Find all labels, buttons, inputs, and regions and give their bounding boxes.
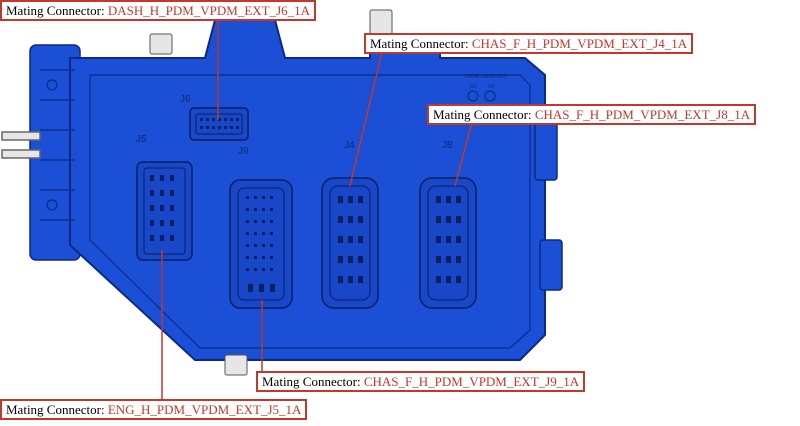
label-j4: J4 xyxy=(344,140,355,151)
callout-code: CHAS_F_H_PDM_VPDM_EXT_J9_1A xyxy=(363,374,580,389)
connector-j8 xyxy=(419,177,477,309)
top-clips xyxy=(149,9,393,376)
leader-j4 xyxy=(349,51,383,187)
callout-code: ENG_H_PDM_VPDM_EXT_J5_1A xyxy=(107,402,302,417)
label-j5: J5 xyxy=(136,134,147,145)
connector-j6 xyxy=(189,107,249,141)
module-mark-right: XX xyxy=(488,84,495,90)
right-mounting-tabs xyxy=(534,119,563,291)
label-j9: J9 xyxy=(238,146,249,157)
callout-prefix: Mating Connector: xyxy=(262,374,361,389)
ground-symbol-right xyxy=(484,90,496,102)
callout-prefix: Mating Connector: xyxy=(433,107,532,122)
callout-j9: Mating Connector: CHAS_F_H_PDM_VPDM_EXT_… xyxy=(256,371,586,392)
connector-j5 xyxy=(136,161,193,261)
left-ribs xyxy=(40,69,75,221)
callout-prefix: Mating Connector: xyxy=(370,36,469,51)
ground-symbol-left xyxy=(467,90,479,102)
module-part-number: HR4B-14F14 PDH xyxy=(466,74,508,80)
callout-j5: Mating Connector: ENG_H_PDM_VPDM_EXT_J5_… xyxy=(0,399,308,420)
callout-code: DASH_H_PDM_VPDM_EXT_J6_1A xyxy=(107,3,311,18)
callout-j8: Mating Connector: CHAS_F_H_PDM_VPDM_EXT_… xyxy=(427,104,757,125)
label-j8: J8 xyxy=(442,140,453,151)
label-j6: J6 xyxy=(180,94,191,105)
left-mounting-tabs xyxy=(1,44,81,261)
callout-j4: Mating Connector: CHAS_F_H_PDM_VPDM_EXT_… xyxy=(364,33,694,54)
callout-prefix: Mating Connector: xyxy=(6,3,105,18)
connector-j9 xyxy=(229,179,293,309)
callout-code: CHAS_F_H_PDM_VPDM_EXT_J8_1A xyxy=(534,107,751,122)
leader-lines xyxy=(161,20,473,400)
connector-j4 xyxy=(321,177,379,309)
callout-j6: Mating Connector: DASH_H_PDM_VPDM_EXT_J6… xyxy=(0,0,317,21)
housing-inner-edge xyxy=(89,74,531,349)
callout-prefix: Mating Connector: xyxy=(6,402,105,417)
leader-j8 xyxy=(454,121,473,187)
callout-code: CHAS_F_H_PDM_VPDM_EXT_J4_1A xyxy=(471,36,688,51)
module-mark-left: XX xyxy=(470,84,477,90)
